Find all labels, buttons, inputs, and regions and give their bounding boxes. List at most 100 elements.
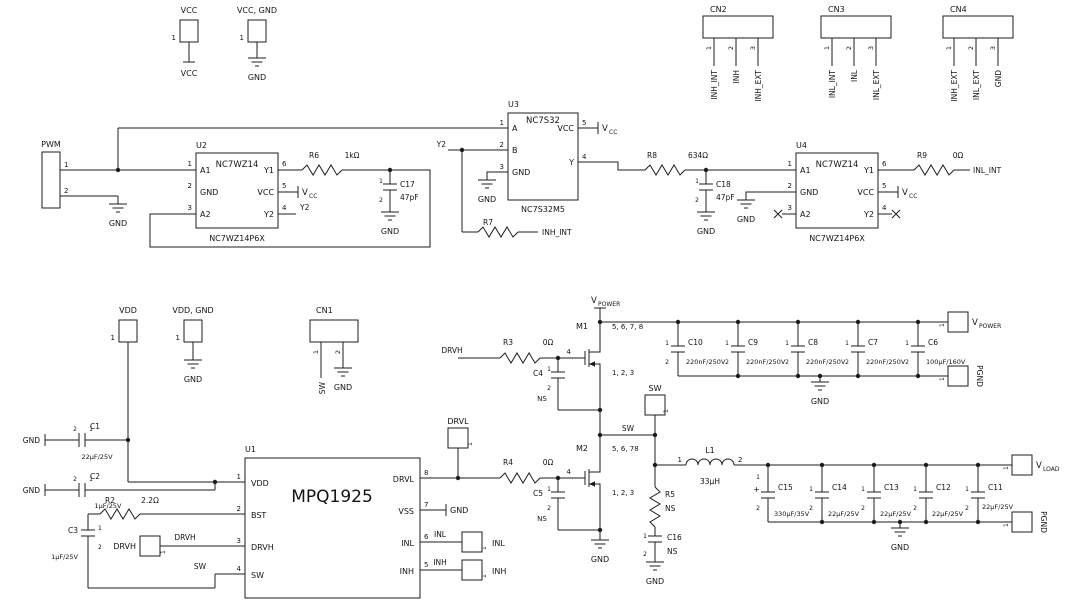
pin-number: 4 [882, 204, 887, 212]
pin-number: 3 [867, 46, 875, 50]
wires-u2-region [149, 169, 431, 248]
pin-label: A1 [200, 166, 211, 175]
pin-number: 1 [939, 323, 946, 327]
capacitor-c17-value: 47pF [400, 193, 419, 202]
pin-number: 1 [939, 377, 946, 381]
mosfet-m2-symbol [575, 461, 601, 495]
resistor-r4-ref: R4 [503, 458, 513, 467]
vpower-flag-subscript: POWER [598, 301, 620, 308]
pin-label: INH [400, 567, 414, 576]
resistor-r9-ref: R9 [917, 151, 927, 160]
pin-number: 1 [1003, 466, 1010, 470]
pin-label: BST [251, 511, 266, 520]
resistor-r4-value: 0Ω [543, 458, 554, 467]
gnd-label: GND [23, 486, 40, 495]
connector-cn1-body [309, 319, 359, 343]
pin-number: 1 [237, 473, 241, 481]
capacitor-c2-symbol [78, 482, 86, 498]
pin-number: 1 [945, 46, 953, 50]
capacitor-c2-ref: C2 [90, 472, 100, 481]
pin-number: 3 [788, 204, 792, 212]
connector-vpower-label: V [972, 318, 978, 328]
resistor-r5-value: NS [665, 504, 676, 513]
connector-drvh-label: DRVH [113, 542, 136, 551]
net-label-y2: Y2 [436, 140, 447, 149]
net-label-drvh: DRVH [174, 533, 195, 542]
cap-pin-number: 1 [756, 474, 760, 481]
inductor-l1-ref: L1 [705, 446, 715, 455]
cap-pin-number: 1 [861, 486, 865, 493]
cap-pin-number: 1 [695, 178, 699, 185]
capacitor-c13-symbol [866, 491, 882, 499]
resistor-r7-symbol [477, 226, 519, 238]
wires-u1-right [420, 448, 500, 571]
cap-pin-number: 1 [965, 486, 969, 493]
cap-pin-number: 1 [809, 486, 813, 493]
pin-number: 1 [678, 456, 682, 464]
gnd-label: GND [23, 436, 40, 445]
wires-u3-region [448, 127, 796, 233]
pin-number: 5 [882, 182, 886, 190]
capacitor-c18-ref: C18 [716, 180, 731, 189]
cap-pin-number: 2 [73, 426, 77, 433]
junction-dots [115, 147, 981, 533]
resistor-r5-ref: R5 [665, 490, 675, 499]
pin-number: 1 [172, 34, 176, 42]
pin-label: DRVL [393, 475, 415, 484]
wires-u4-region [745, 169, 970, 215]
mosfet-m2-gate-pin: 4 [567, 468, 572, 476]
cap-pin-number: 2 [905, 359, 909, 366]
pin-number: 5 [282, 182, 286, 190]
gnd-symbol [736, 199, 756, 209]
capacitor-c17-ref: C17 [400, 180, 415, 189]
pin-number: 1 [481, 574, 488, 578]
ic-u2-name: NC7WZ14 [216, 160, 259, 170]
connector-pgnd-bot-body [1011, 511, 1033, 533]
vpower-flag-label: V [591, 296, 597, 306]
cap-pin-number: 2 [845, 359, 849, 366]
cn2-signal-label: INH_INT [710, 70, 719, 100]
capacitor-c10-ref: C10 [688, 338, 703, 347]
cap-pin-number: 2 [547, 505, 551, 512]
connector-drvl-body [447, 427, 469, 449]
resistor-r5-symbol [649, 486, 661, 528]
ic-u2-body [195, 152, 279, 229]
net-label-sw: SW [622, 424, 635, 433]
pin-label: Y1 [863, 166, 874, 175]
capacitor-c10-value: 220nF/250V [686, 358, 726, 366]
pin-label: VCC [557, 124, 574, 133]
pin-number: 2 [188, 182, 192, 190]
resistor-r8-symbol [644, 164, 686, 176]
labels-top-headers: VCC 1 VCC VCC, GND 1 GND PWM 1 2 GND [41, 6, 277, 228]
capacitor-c9-ref: C9 [748, 338, 758, 347]
resistor-r3-ref: R3 [503, 338, 513, 347]
no-connect-x-icon [891, 209, 901, 219]
capacitor-c7-ref: C7 [868, 338, 878, 347]
pin-label: A2 [800, 210, 811, 219]
gnd-symbol [333, 367, 353, 377]
labels-cn-headers: CN2 1 2 3 INH_INT INH INH_EXT CN3 1 2 3 … [705, 5, 1003, 102]
cap-pin-number: 1 [725, 340, 729, 347]
connector-vload-label: V [1036, 461, 1042, 471]
connector-drvh-body [139, 535, 161, 557]
cap-pin-number: 1 [845, 340, 849, 347]
mosfet-m1-symbol [575, 341, 601, 375]
connector-vload-body [1011, 454, 1033, 476]
wires-u1-left [45, 439, 245, 589]
resistor-r7-ref: R7 [483, 218, 493, 227]
gnd-label: GND [737, 215, 755, 224]
cap-pin-number: 1 [643, 533, 647, 540]
pin-number: 1 [500, 119, 504, 127]
pin-number: 4 [282, 204, 287, 212]
ic-u1-name: MPQ1925 [291, 487, 373, 507]
pin-number: 6 [882, 160, 887, 168]
pin-number: 3 [749, 46, 757, 50]
resistor-r8-value: 634Ω [688, 151, 708, 160]
gnd-label: GND [109, 219, 127, 228]
cap-pin-number: 1 [913, 486, 917, 493]
no-connect-x-icon [773, 209, 783, 219]
net-label-inl: INL [434, 530, 447, 539]
vcc-flag-subscript: CC [909, 193, 917, 200]
ic-u3-ref: U3 [508, 100, 519, 109]
connector-vload-subscript: LOAD [1043, 466, 1060, 473]
